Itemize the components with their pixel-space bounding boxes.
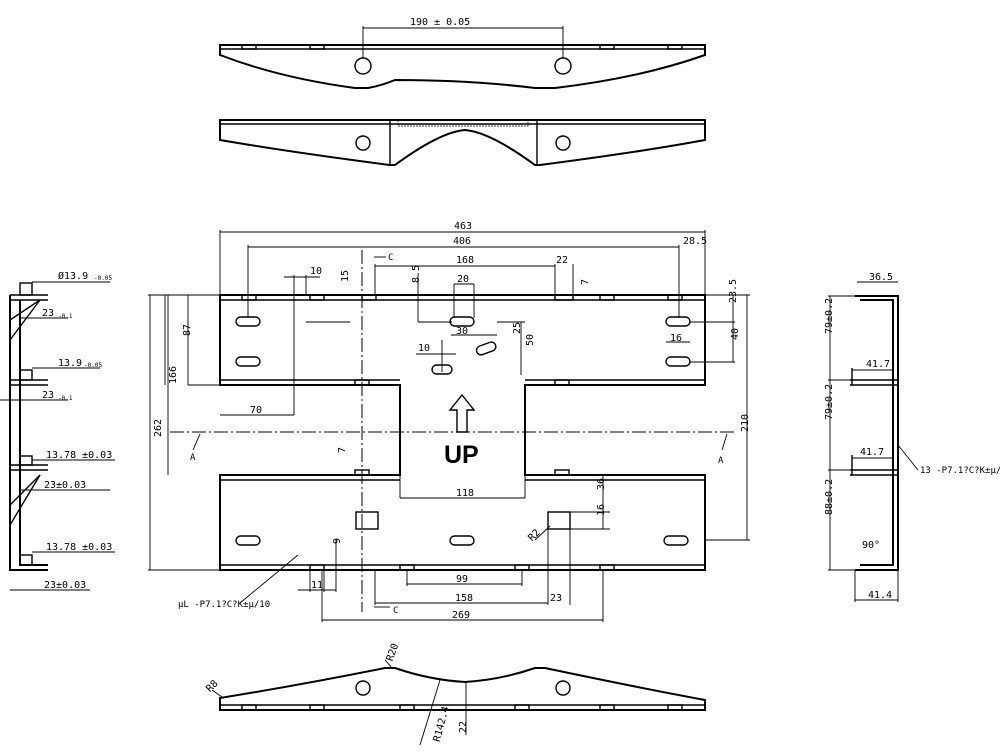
dim-bottom-edge: 11 (311, 580, 323, 591)
dim-d3: 23±0.03 (44, 480, 86, 491)
section-c-top: C (388, 253, 393, 263)
dim-bottom-width: 41.4 (868, 590, 892, 601)
dim-side-height: 87 (182, 324, 193, 336)
dim-radius: R2 (526, 527, 542, 543)
dim-w1: 41.7 (866, 359, 890, 370)
dim-right-mid: 40 (730, 328, 741, 340)
dim-inner-span: 168 (456, 255, 474, 266)
dim-hole-top: Ø13.9 (58, 270, 88, 282)
dim-hole-a: 13.78 ±0.03 (46, 450, 112, 461)
dim-slot-depth: 8.5 (411, 265, 422, 283)
dim-right-top: 23.5 (728, 279, 739, 303)
dim-d2: 23 (42, 390, 54, 401)
dim-hole-top-tol: -0.05 (94, 275, 112, 282)
dim-depth: 22 (458, 721, 469, 733)
dim-d1: 23 (42, 308, 54, 319)
plan-view: UP A A C C 463 406 28.5 168 22 7 10 15 (148, 221, 751, 622)
dim-hole-mid-tol: -0.05 (84, 362, 102, 369)
dim-angle: 90° (862, 540, 880, 551)
dim-d2-tol: -0.1 (58, 395, 73, 402)
dim-left-offset: 70 (250, 405, 262, 416)
dim-hole-spacing: 190 ± 0.05 (410, 17, 470, 28)
dim-small-height: 15 (340, 270, 351, 282)
dim-h3: 88±0.2 (824, 479, 835, 515)
hole-note: μL -P7.1?C?K±μ/10 (178, 600, 270, 610)
dim-d4: 23±0.03 (44, 580, 86, 591)
dim-d1-tol: -0.1 (58, 313, 73, 320)
mount-hole-right (554, 57, 572, 75)
dim-slot2-len: 30 (456, 326, 468, 337)
dim-bottom-tab: 23 (550, 593, 562, 604)
section-a-right: A (718, 456, 724, 466)
dim-right-step2: 16 (596, 504, 607, 516)
dim-bottom-inner: 99 (456, 574, 468, 585)
dim-edge-offset: 28.5 (683, 236, 707, 247)
front-view (219, 119, 706, 166)
dim-right-step: 36 (596, 478, 607, 490)
dim-slot-len: 20 (457, 274, 469, 285)
dim-slot2-offset: 10 (418, 343, 430, 354)
top-view: 190 ± 0.05 (219, 17, 706, 89)
dim-tab-notch: 7 (580, 279, 591, 285)
dim-overall-width: 463 (454, 221, 472, 232)
dim-bottom-small: 9 (332, 538, 343, 544)
dim-right-height: 210 (740, 414, 751, 432)
mount-hole-left (354, 57, 372, 75)
dim-slot2-depth: 25 (512, 322, 523, 334)
dim-mid-notch: 7 (337, 447, 348, 453)
dim-r-left: R8 (204, 678, 220, 694)
dim-right-slot: 16 (670, 333, 682, 344)
dim-slot2-height: 50 (525, 334, 536, 346)
dim-total-height: 262 (153, 419, 164, 437)
dim-top-width: 36.5 (869, 272, 893, 283)
left-section-view: Ø13.9 -0.05 23 -0.1 13.9 -0.05 23 -0.1 1… (0, 270, 115, 591)
dim-bottom-total: 269 (452, 610, 470, 621)
dim-bottom-span: 158 (455, 593, 473, 604)
right-section-view: 36.5 79±0.2 41.7 79±0.2 41.7 88±0.2 90° … (824, 272, 1000, 602)
dim-hole-b: 13.78 ±0.03 (46, 542, 112, 553)
dim-h1: 79±0.2 (824, 298, 835, 334)
dim-h2: 79±0.2 (824, 384, 835, 420)
dim-hole-mid: 13.9 (58, 358, 82, 369)
section-a-left: A (190, 453, 196, 463)
dim-half-height: 166 (168, 366, 179, 384)
bottom-view: 22 R8 R20 R142.4 (204, 642, 706, 746)
dim-tab-width-top: 22 (556, 255, 568, 266)
right-note: 13 -P7.1?C?K±μ/10 (920, 466, 1000, 476)
section-c-bottom: C (393, 606, 398, 616)
dim-small-width: 10 (310, 266, 322, 277)
dim-center-gap: 118 (456, 488, 474, 499)
dim-r-top: R20 (385, 642, 402, 663)
dim-w2: 41.7 (860, 447, 884, 458)
dim-slot-spacing: 406 (453, 236, 471, 247)
up-label: UP (444, 441, 479, 469)
